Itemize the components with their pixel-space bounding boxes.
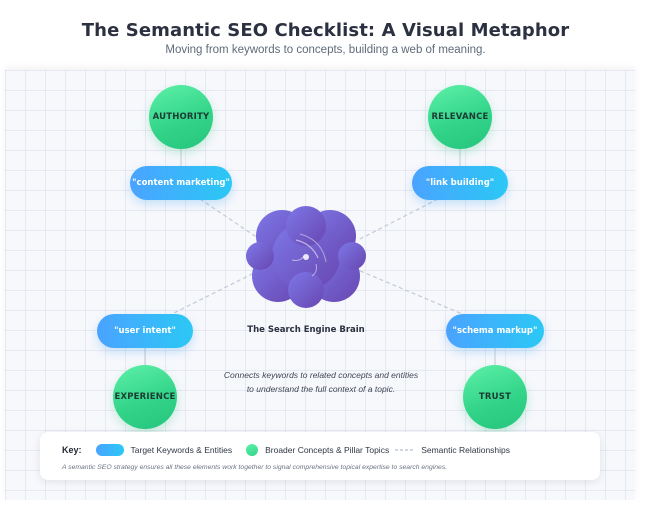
brain-description: Connects keywords to related concepts an… (190, 368, 452, 396)
page-subtitle: Moving from keywords to concepts, buildi… (165, 44, 486, 56)
legend-concept-swatch (246, 444, 259, 456)
semantic-link-linkbuilding (357, 198, 439, 241)
legend-keyword-swatch (95, 444, 124, 456)
page-title: The Semantic SEO Checklist: A Visual Met… (81, 20, 570, 41)
brain-icon (246, 206, 366, 308)
semantic-link-intent (167, 271, 257, 317)
legend-row: Key: Target Keywords & Entities Broader … (62, 443, 510, 457)
concept-trust: TRUST (463, 365, 527, 429)
keyword-link-building: "link building" (412, 166, 508, 200)
brain-description-line2: to understand the full context of a topi… (246, 384, 396, 394)
legend: Key: Target Keywords & Entities Broader … (40, 432, 600, 480)
legend-broader-concepts: Broader Concepts & Pillar Topics (265, 445, 390, 455)
header: The Semantic SEO Checklist: A Visual Met… (0, 0, 651, 70)
keyword-user-intent: "user intent" (97, 314, 193, 348)
diagram-canvas (5, 70, 635, 500)
semantic-link-schema (357, 269, 468, 317)
brain-label: The Search Engine Brain (247, 325, 365, 335)
concept-relevance: RELEVANCE (428, 85, 492, 149)
legend-dash-swatch (395, 449, 416, 451)
keyword-content-marketing: "content marketing" (130, 166, 232, 200)
legend-footnote: A semantic SEO strategy ensures all thes… (62, 464, 448, 471)
keyword-schema-markup: "schema markup" (446, 314, 544, 348)
legend-key-label: Key: (62, 445, 82, 455)
legend-target-keywords: Target Keywords & Entities (130, 445, 233, 455)
brain-description-line1: Connects keywords to related concepts an… (223, 370, 419, 380)
concept-authority: AUTHORITY (149, 85, 213, 149)
semantic-link-content (199, 198, 259, 239)
concept-experience: EXPERIENCE (113, 365, 177, 429)
legend-relationships: Semantic Relationships (421, 445, 511, 455)
